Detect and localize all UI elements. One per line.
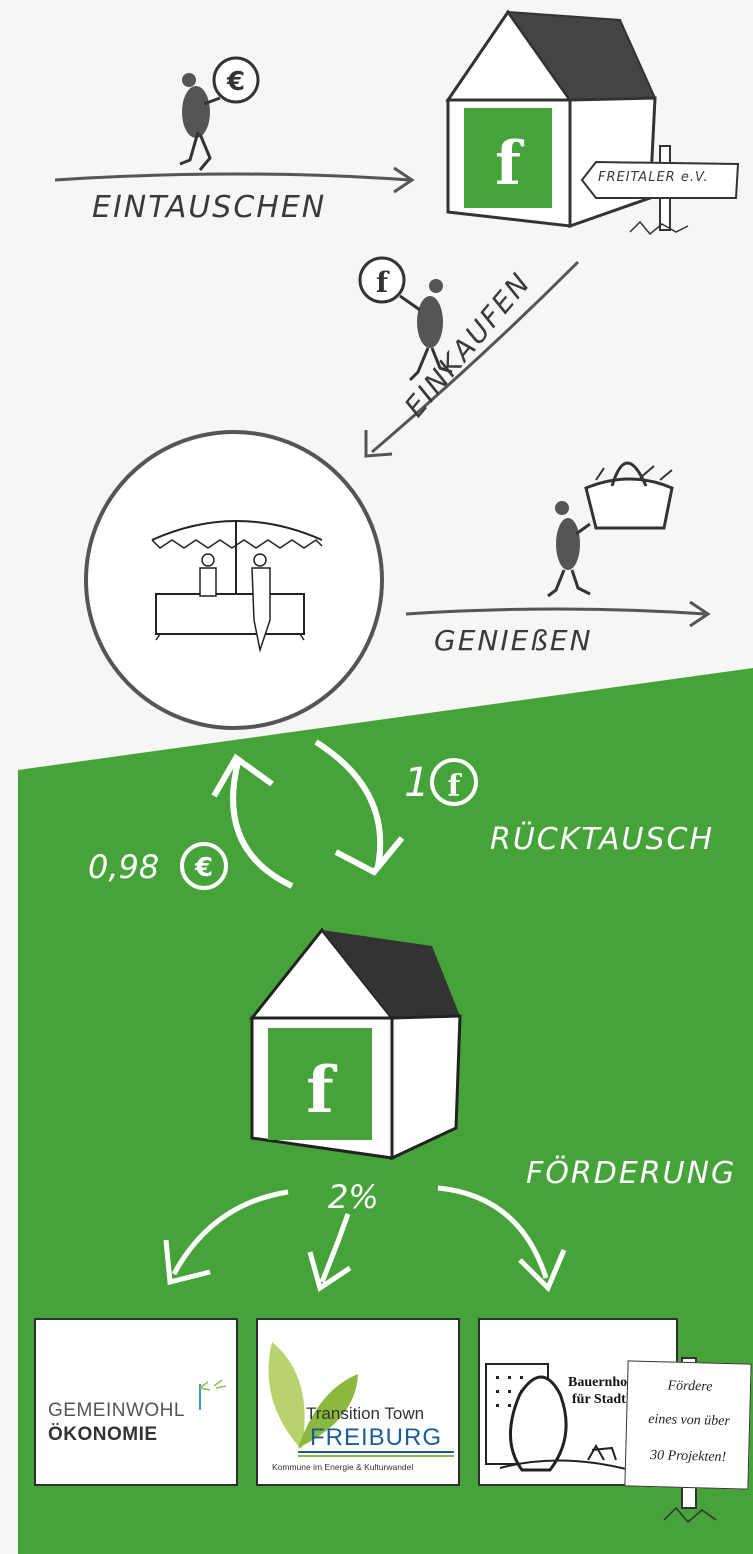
gemeinwohl-line2: ÖKONOMIE <box>48 1424 158 1446</box>
bauernhof-line2: für Stadtk <box>572 1392 634 1408</box>
exchange-arrow <box>55 174 410 180</box>
svg-text:€: € <box>194 853 213 883</box>
signpost-label: FREITALER e.V. <box>598 170 708 185</box>
gemeinwohl-line1: GEMEINWOHL <box>48 1400 185 1422</box>
svg-text:f: f <box>495 129 525 199</box>
svg-text:f: f <box>376 266 390 299</box>
svg-text:€: € <box>226 67 245 97</box>
svg-text:f: f <box>448 769 463 804</box>
dandelion-icon <box>192 1380 232 1410</box>
sign-line1: Fördere <box>628 1377 752 1396</box>
step-swap-back-label: RÜCKTAUSCH <box>490 822 714 857</box>
step-enjoy-label: GENIEßEN <box>434 624 593 657</box>
sign-line2: eines von über <box>627 1411 751 1430</box>
transition-line2: FREIBURG <box>310 1424 442 1452</box>
transition-line1: Transition Town <box>306 1404 424 1424</box>
transition-line3: Kommune im Energie & Kulturwandel <box>272 1462 413 1472</box>
step-exchange-label: EINTAUSCHEN <box>92 190 326 225</box>
sign-line3: 30 Projekten! <box>626 1447 750 1466</box>
svg-text:f: f <box>306 1053 337 1128</box>
rate-euro-back: 0,98 <box>88 848 159 886</box>
support-percent: 2% <box>328 1178 379 1216</box>
logo-transition-town-freiburg[interactable]: Transition Town FREIBURG Kommune im Ener… <box>256 1318 460 1486</box>
market-stall-icon <box>86 432 382 728</box>
rate-one-freitaler: 1 <box>404 760 429 806</box>
logo-gemeinwohl-oekonomie[interactable]: GEMEINWOHL ÖKONOMIE <box>34 1318 238 1486</box>
walking-figure-basket-icon <box>548 463 672 596</box>
projects-sign: Fördere eines von über 30 Projekten! <box>624 1360 751 1489</box>
enjoy-arrow <box>406 609 706 614</box>
step-support-label: FÖRDERUNG <box>526 1156 736 1191</box>
walking-figure-euro-icon: € <box>180 58 258 170</box>
